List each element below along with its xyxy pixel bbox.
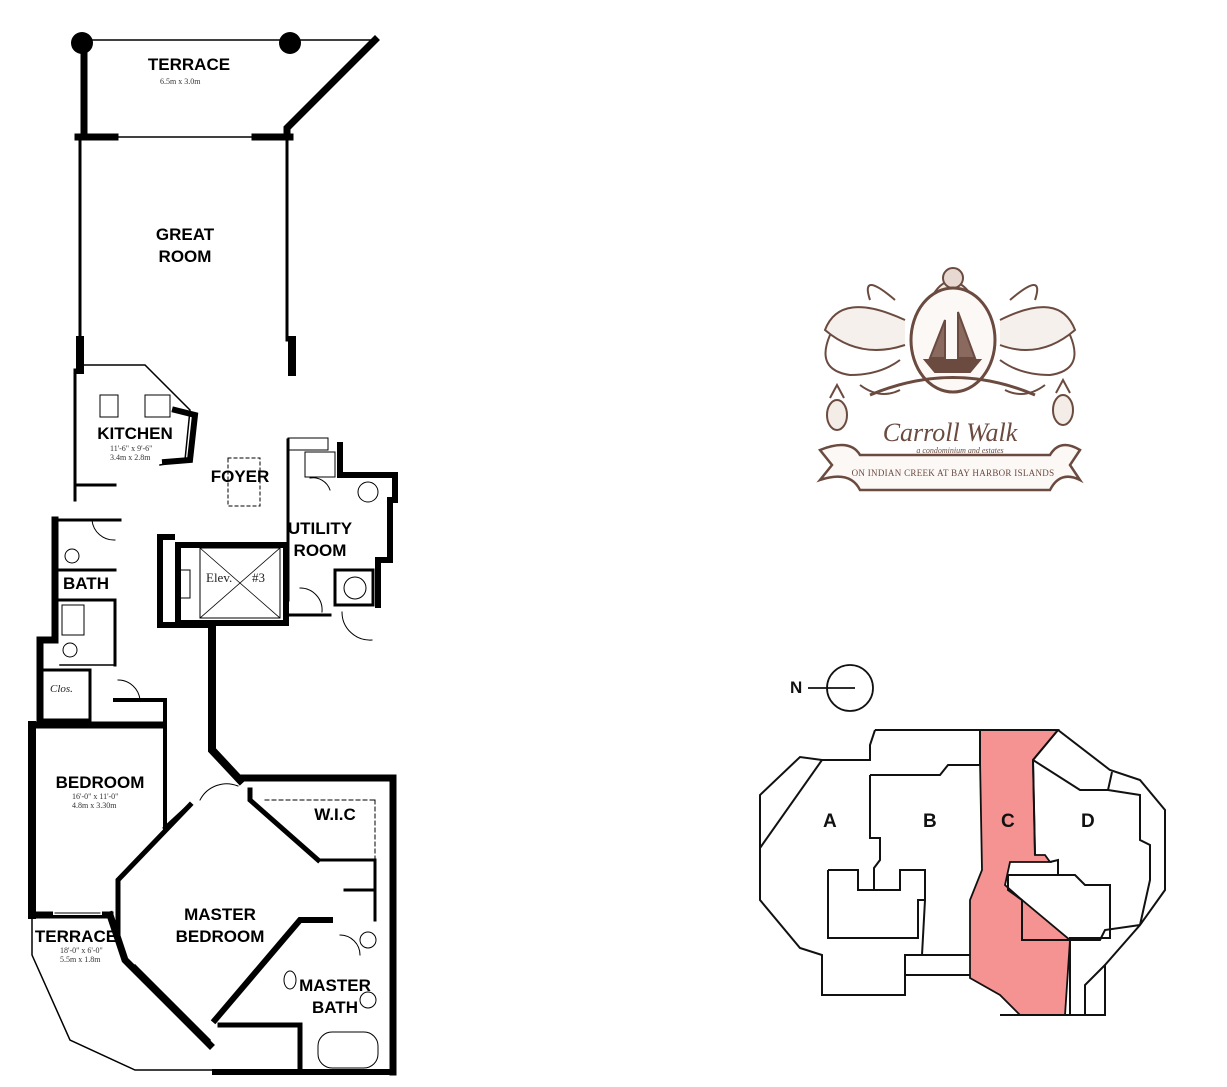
kitchen-dims-2: 3.4m x 2.8m: [110, 453, 151, 462]
logo-name: Carroll Walk: [882, 418, 1018, 447]
unit-b-label: B: [923, 811, 937, 832]
terrace-bottom-dims-1: 18'-0" x 6'-0": [60, 946, 103, 955]
kitchen-label: KITCHEN: [97, 424, 173, 443]
great-room-label-2: ROOM: [158, 247, 212, 266]
terrace-bottom-dims-2: 5.5m x 1.8m: [60, 955, 101, 964]
bedroom-dims-2: 4.8m x 3.30m: [72, 801, 117, 810]
terrace-top-dims: 6.5m x 3.0m: [160, 77, 201, 86]
logo-location: ON INDIAN CREEK AT BAY HARBOR ISLANDS: [851, 468, 1055, 478]
master-bath-label-2: BATH: [312, 998, 358, 1017]
column-right: [279, 32, 301, 54]
great-room-label-1: GREAT: [155, 225, 215, 244]
unit-d-label: D: [1081, 811, 1095, 832]
master-bath-label-1: MASTER: [299, 976, 371, 995]
unit-c-highlight: [969, 729, 1071, 1016]
elevator-number: #3: [252, 570, 265, 585]
unit-a-label: A: [823, 811, 837, 832]
terrace-top-label: TERRACE: [147, 55, 231, 74]
utility-room-label-1: UTILITY: [287, 519, 353, 538]
wic-label: W.I.C: [314, 805, 356, 824]
closet-label: Clos.: [50, 683, 73, 695]
north-label: N: [790, 678, 803, 697]
terrace-rail-right: [283, 35, 380, 139]
bath-label: BATH: [63, 574, 109, 593]
foyer-label: FOYER: [210, 467, 270, 486]
utility-room-label-2: ROOM: [293, 541, 347, 560]
bedroom-label: BEDROOM: [55, 773, 145, 792]
kitchen-dims-1: 11'-6" x 9'-6": [110, 444, 153, 453]
elevator-label: Elev.: [206, 570, 233, 585]
bedroom-dims-1: 16'-0" x 11'-0": [72, 792, 119, 801]
terrace-bottom-label: TERRACE: [34, 927, 118, 946]
logo-tagline: a condominium and estates: [916, 446, 1004, 455]
master-bedroom-label-2: BEDROOM: [175, 927, 265, 946]
master-bedroom-label-1: MASTER: [184, 905, 256, 924]
column-left: [71, 32, 93, 54]
unit-c-label: C: [1001, 811, 1015, 832]
